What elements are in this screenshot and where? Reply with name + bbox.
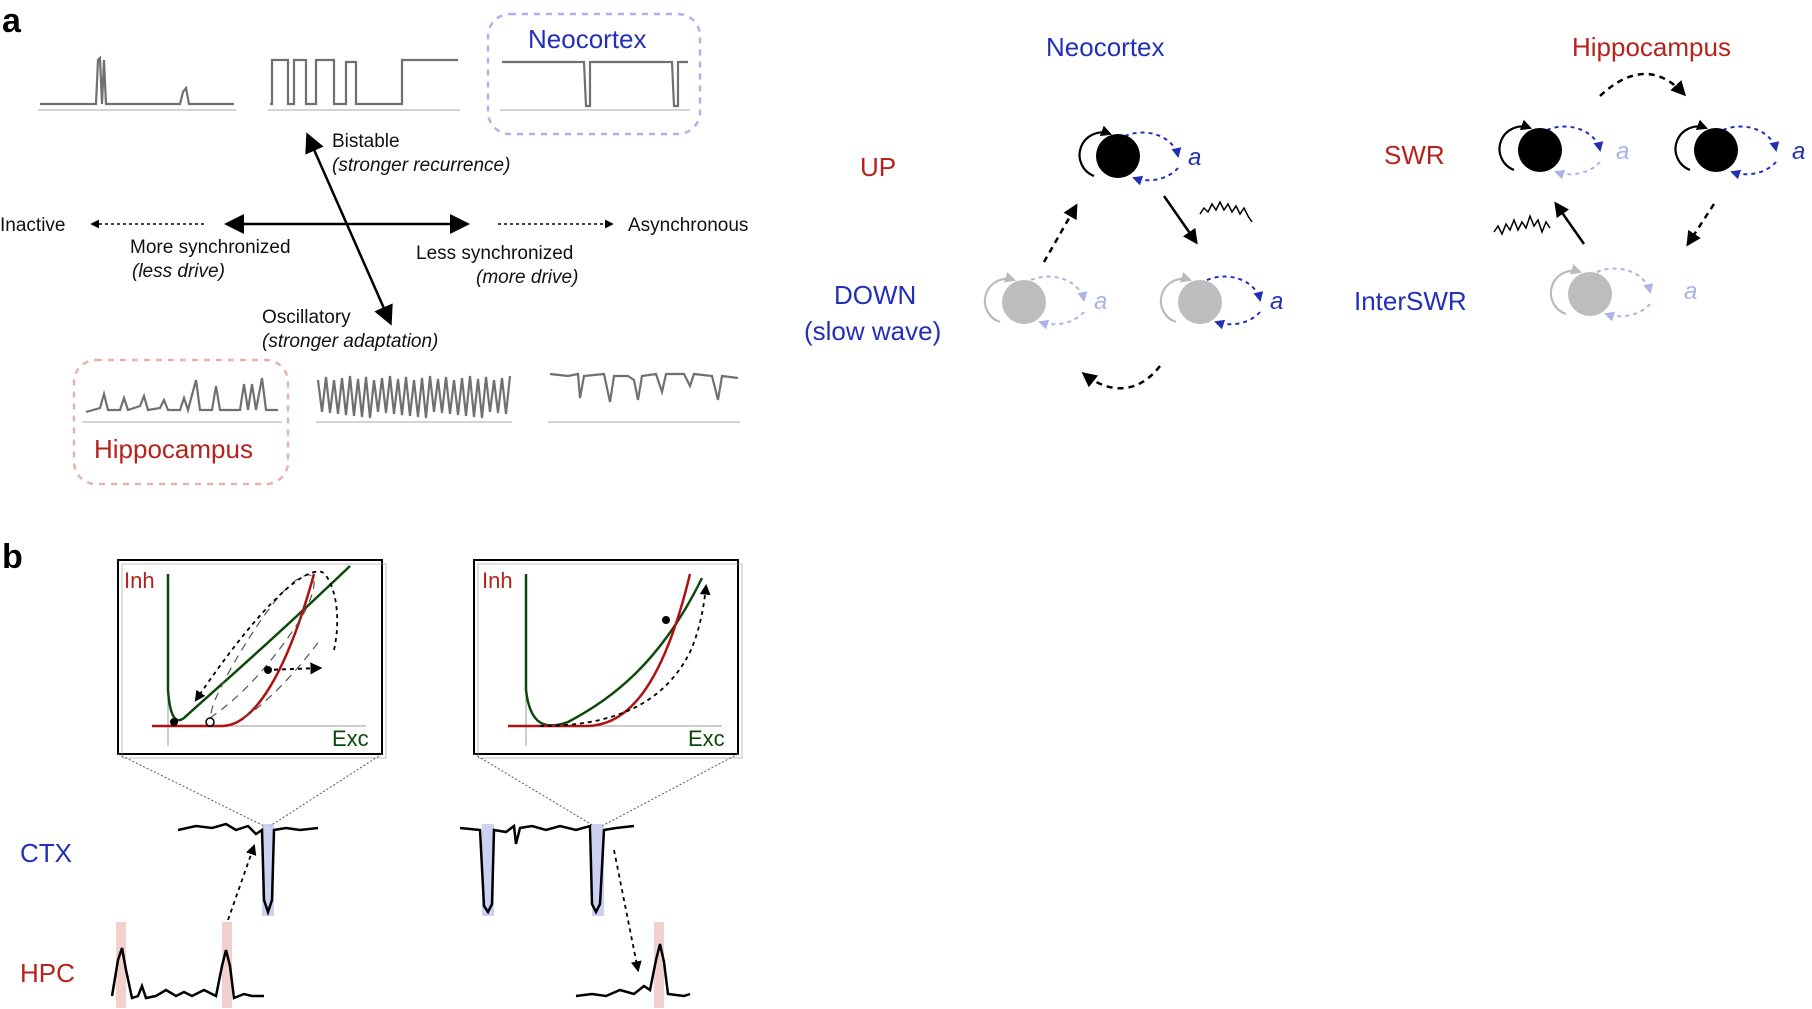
trace-asynchronous [548, 372, 740, 423]
zoom-line [269, 753, 383, 827]
ctx-trace-right [459, 823, 635, 915]
hpc-trace-right [575, 943, 691, 998]
trace-hippocampus [82, 377, 282, 423]
hpc-swr-to-swr-arrow [1599, 72, 1687, 97]
hippocampus-box [72, 358, 290, 486]
inh-axis-label: Inh [482, 568, 513, 593]
exc-axis-label: Exc [688, 726, 725, 751]
ctx-row-label: CTX [20, 838, 72, 868]
adaptation-label-ctx-down-left: a [1094, 288, 1108, 315]
hpc-swr-to-interswr-arrow [1686, 203, 1716, 247]
hpc-interswr-to-swr-arrow [1554, 201, 1586, 245]
panel-label-a: a [2, 2, 21, 40]
asynchronous-label: Asynchronous [628, 215, 749, 236]
hpc-trace-left [110, 947, 264, 1000]
ctx-down-highlight [482, 824, 494, 916]
down-state-label: DOWN [834, 280, 917, 310]
ctx-down-cycle-arrow [1081, 365, 1161, 390]
hpc-row-label: HPC [20, 958, 75, 988]
neocortex-box [486, 12, 702, 136]
more-sync-label: More synchronized [130, 237, 291, 258]
hpc-to-ctx-arrow [227, 843, 257, 921]
up-state-label: UP [860, 152, 897, 182]
neocortex-box-label: Neocortex [528, 24, 647, 54]
less-sync-label: Less synchronized [416, 243, 574, 264]
oscillatory-sublabel: (stronger adaptation) [262, 331, 439, 352]
hpc-swr-node-left [1498, 119, 1604, 180]
adaptation-label-ctx-down-right: a [1270, 288, 1284, 315]
trace-inactive-like [38, 55, 236, 111]
zoom-line [473, 753, 595, 827]
ctx-title: Neocortex [1046, 32, 1165, 62]
bistable-sublabel: (stronger recurrence) [332, 155, 511, 176]
trace-oscillatory [316, 375, 512, 423]
more-sync-sublabel: (less drive) [132, 261, 225, 282]
hippocampus-box-label: Hippocampus [94, 434, 253, 464]
interswr-state-label: InterSWR [1354, 286, 1467, 316]
trace-bistable-like [268, 58, 460, 111]
ctx-noise-trace [1199, 200, 1253, 223]
zoom-line [117, 753, 265, 827]
bistable-label: Bistable [332, 131, 400, 152]
ctx-up-to-down-arrow [1162, 195, 1198, 245]
ctx-up-node [1078, 125, 1182, 186]
phase-plane-ctx-left [117, 559, 387, 759]
ctx-down-node-right [1159, 272, 1264, 330]
less-sync-sublabel: (more drive) [476, 267, 579, 288]
hpc-swr-node-right [1674, 119, 1780, 180]
ctx-trace-left [177, 822, 319, 916]
ctx-down-node-left [983, 272, 1088, 330]
down-state-sublabel: (slow wave) [804, 316, 942, 346]
swr-state-label: SWR [1384, 140, 1445, 170]
ctx-to-hpc-arrow [613, 849, 642, 973]
hpc-interswr-node [1549, 264, 1654, 322]
hpc-swr-highlight [116, 922, 126, 1008]
phase-plane-ctx-right [473, 559, 743, 759]
hpc-noise-trace [1493, 213, 1551, 236]
zoom-line [601, 753, 739, 827]
adaptation-label-ctx-up: a [1188, 144, 1202, 171]
adaptation-label-hpc-swr-right: a [1792, 138, 1806, 165]
exc-axis-label: Exc [332, 726, 369, 751]
panel-label-b: b [2, 538, 23, 576]
trace-neocortex [500, 60, 690, 111]
inh-axis-label: Inh [124, 568, 155, 593]
oscillatory-label: Oscillatory [262, 307, 351, 328]
bistable-oscillatory-axis [305, 132, 393, 326]
adaptation-label-hpc-swr-left: a [1616, 138, 1630, 165]
hpc-title: Hippocampus [1572, 32, 1731, 62]
inactive-label: Inactive [0, 215, 66, 236]
hpc-swr-highlight [654, 922, 664, 1008]
ctx-down-to-up-arrow [1042, 203, 1078, 263]
adaptation-label-hpc-interswr: a [1684, 278, 1698, 305]
hpc-swr-highlight [222, 922, 232, 1008]
